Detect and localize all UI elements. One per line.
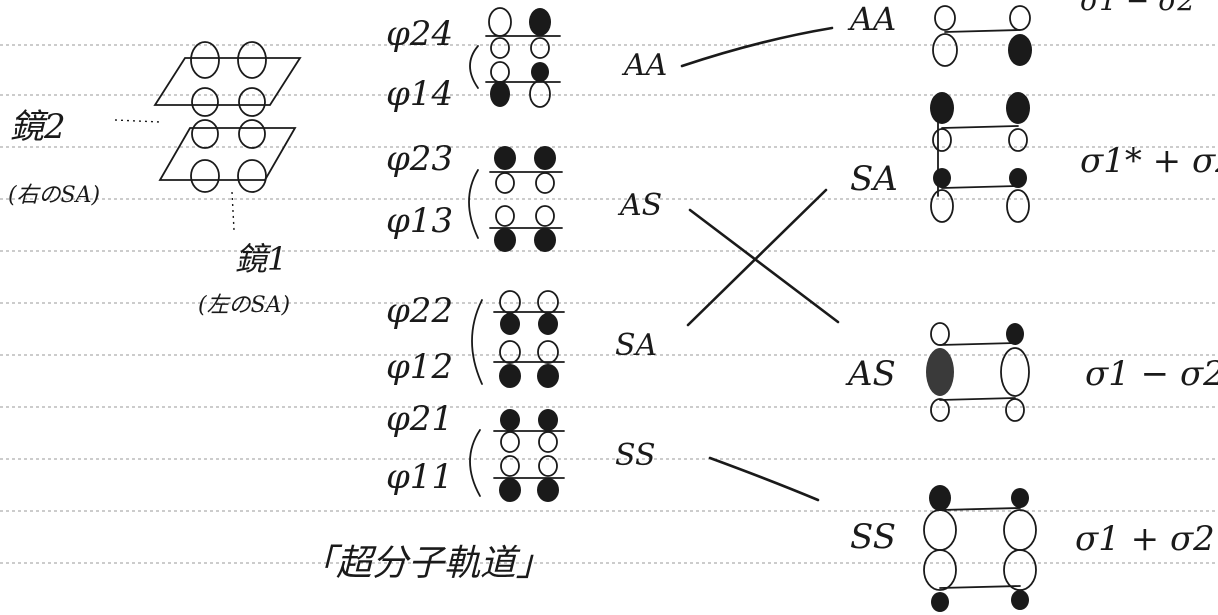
phi-group-sa: φ22 φ12 SA	[386, 290, 657, 388]
bracket-icon	[471, 299, 483, 385]
orbital-pair-icon	[485, 7, 561, 108]
phi-bottom-label: φ13	[386, 201, 453, 241]
correlation-line-ss	[708, 456, 820, 502]
sym-label-as: AS	[617, 188, 662, 223]
sym-label-sa: SA	[615, 328, 657, 363]
right-sym-label-aa: AA	[847, 0, 896, 38]
mirror-figure	[114, 41, 302, 231]
orbital-dimer-icon	[926, 322, 1030, 422]
lobe-icon	[238, 87, 266, 117]
mirror-plane-2	[153, 57, 302, 106]
phi-top-label: φ21	[386, 399, 453, 439]
right-energy-label-aa: σ1 − σ2	[1080, 0, 1195, 17]
phi-bottom-label: φ11	[386, 457, 453, 497]
supramolecular-orbital-caption: 「超分子軌道」	[300, 543, 552, 584]
correlation-line-sa	[686, 188, 828, 327]
right-level-ss: SS σ1 + σ2	[850, 485, 1215, 612]
orbital-pair-icon	[489, 146, 563, 252]
lobe-icon	[191, 87, 219, 117]
phi-bottom-label: φ12	[386, 347, 453, 387]
orbital-pair-icon	[493, 409, 565, 502]
phi-top-label: φ22	[386, 291, 453, 331]
lobe-icon	[237, 41, 267, 79]
right-energy-label-sa: σ1* + σ2*	[1080, 141, 1218, 181]
right-sym-label-ss: SS	[850, 517, 896, 557]
bracket-icon	[469, 429, 481, 497]
mirror1-sublabel: (左のSA)	[198, 293, 290, 318]
sym-label-aa: AA	[621, 48, 667, 83]
lobe-icon	[238, 119, 266, 149]
phi-top-label: φ24	[386, 14, 453, 54]
phi-group-ss: φ21 φ11 SS	[386, 399, 656, 502]
correlation-line-as	[688, 208, 840, 324]
lobe-icon	[191, 119, 219, 149]
lobe-icon	[237, 159, 267, 193]
bracket-icon	[468, 169, 479, 239]
bracket-icon	[469, 45, 479, 89]
phi-group-aa: φ24 φ14 AA	[386, 7, 667, 114]
mirror-plane-1	[158, 127, 297, 181]
orbital-dimer-icon	[932, 5, 1032, 67]
right-sym-label-sa: SA	[850, 159, 898, 199]
mirror2-label: 鏡2	[10, 107, 66, 147]
correlation-line-aa	[680, 26, 834, 68]
mirror2-sublabel: (右のSA)	[8, 183, 100, 208]
right-level-as: AS σ1 − σ2	[845, 322, 1218, 422]
right-energy-label-as: σ1 − σ2	[1085, 354, 1218, 394]
phi-top-label: φ23	[386, 139, 453, 179]
right-level-sa: SA σ1* + σ2*	[850, 92, 1218, 223]
orbital-dimer-icon	[930, 92, 1030, 223]
lobe-icon	[190, 159, 220, 193]
mirror1-label: 鏡1	[235, 240, 287, 278]
orbital-dimer-icon	[923, 485, 1037, 612]
phi-bottom-label: φ14	[386, 74, 453, 114]
orbital-pair-icon	[493, 290, 565, 388]
right-level-aa: AA σ1 − σ2	[847, 0, 1195, 67]
right-energy-label-ss: σ1 + σ2	[1075, 519, 1215, 559]
correlation-lines	[680, 26, 840, 502]
sym-label-ss: SS	[615, 438, 656, 473]
ruled-lines	[0, 44, 1218, 564]
lobe-icon	[190, 41, 220, 79]
right-sym-label-as: AS	[845, 354, 896, 394]
phi-group-as: φ23 φ13 AS	[386, 139, 662, 252]
